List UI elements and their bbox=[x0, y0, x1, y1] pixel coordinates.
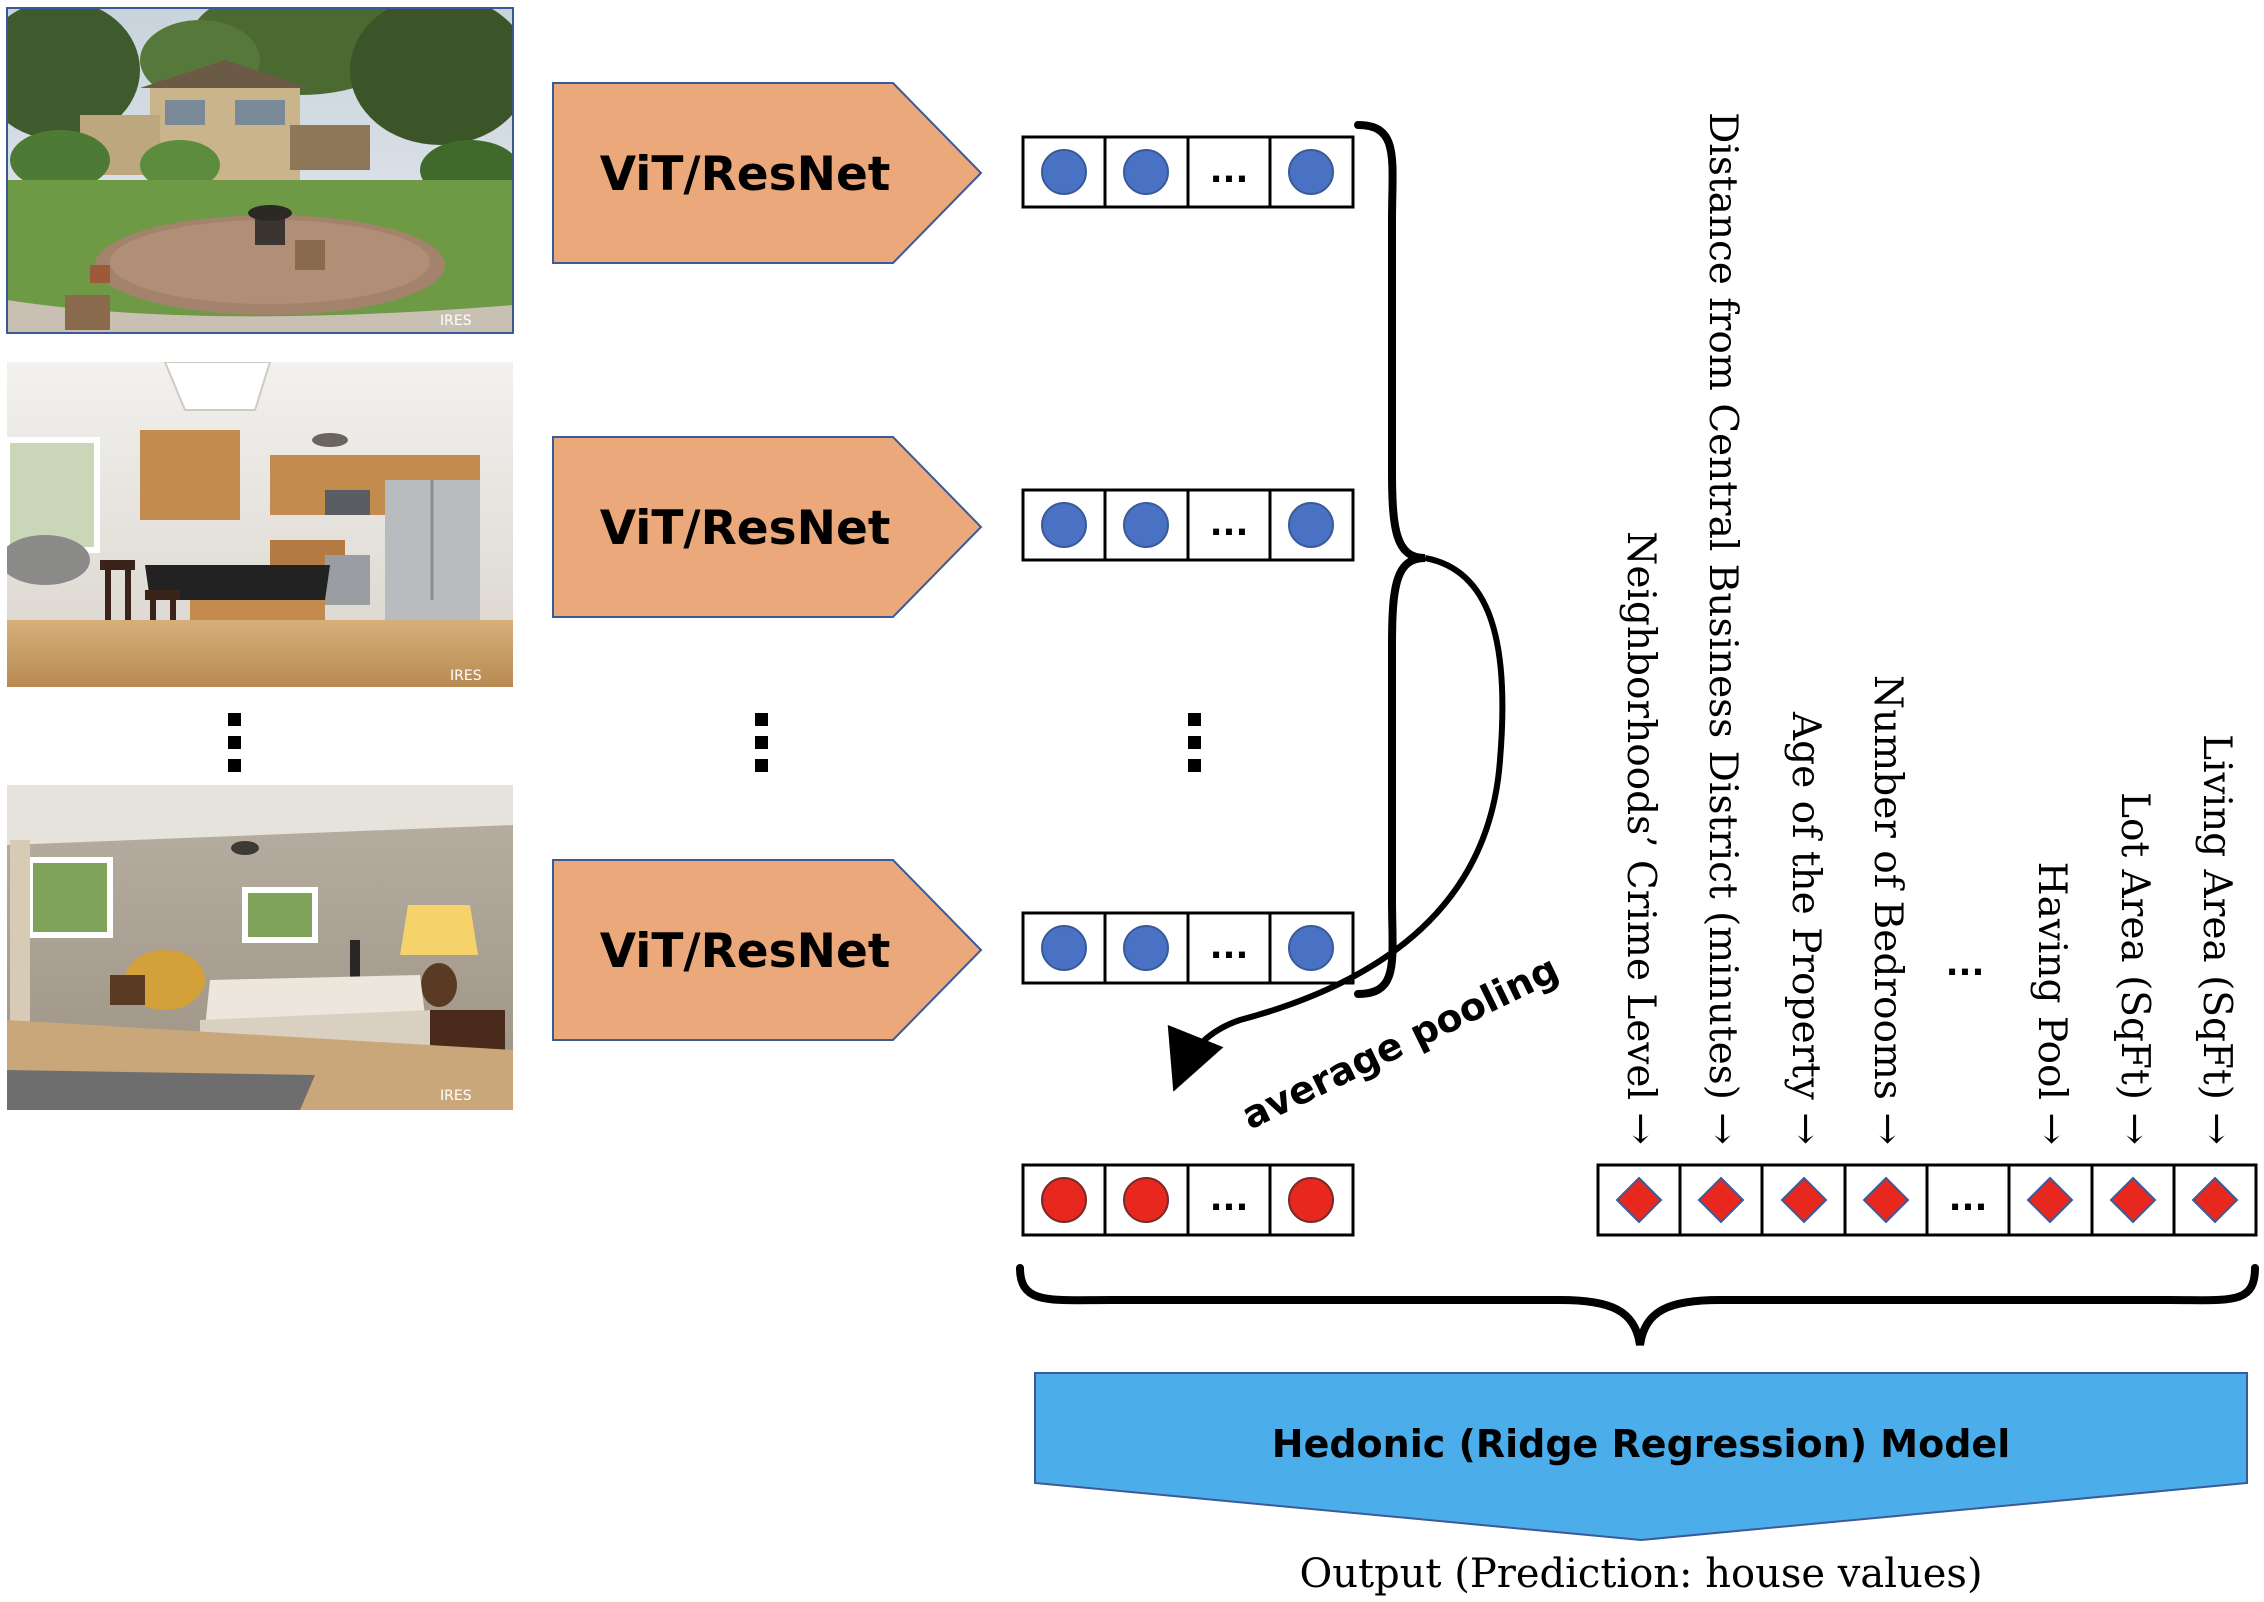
encoder-1-label: ViT/ResNet bbox=[600, 147, 891, 202]
encoder-ellipsis bbox=[755, 713, 768, 772]
encoder-2: ViT/ResNet bbox=[552, 436, 983, 618]
photo-watermark: IRES bbox=[450, 668, 482, 684]
pooled-ellipsis: ... bbox=[1210, 1179, 1249, 1219]
embedding-dot bbox=[1041, 149, 1087, 195]
embedding-ellipsis: ... bbox=[1210, 151, 1249, 191]
pooled-dot bbox=[1288, 1177, 1334, 1223]
house-backyard-photo-icon: IRES bbox=[7, 8, 513, 333]
embedding-vector-3: ... bbox=[1021, 911, 1355, 985]
average-pooling-arrow bbox=[1167, 555, 1506, 1092]
feature-diamond bbox=[1697, 1176, 1745, 1224]
feature-label-crime: Neighborhoods’ Crime Level → bbox=[1618, 531, 1663, 1145]
output-label: Output (Prediction: house values) bbox=[1299, 1551, 1982, 1597]
embedding-group-brace bbox=[1354, 121, 1426, 998]
feature-diamond bbox=[1780, 1176, 1828, 1224]
feature-label-distance: Distance from Central Business District … bbox=[1700, 112, 1745, 1145]
bedroom-photo-icon: IRES bbox=[7, 785, 513, 1110]
feature-label-pool: Having Pool → bbox=[2029, 862, 2074, 1145]
pooled-vector: ... bbox=[1021, 1163, 1355, 1237]
embedding-dot bbox=[1123, 925, 1169, 971]
embedding-dot bbox=[1041, 925, 1087, 971]
input-group-brace bbox=[1016, 1264, 2259, 1346]
feature-label-lot-area: Lot Area (SqFt) → bbox=[2112, 792, 2157, 1145]
feature-diamond bbox=[1862, 1176, 1910, 1224]
feature-label-bedrooms: Number of Bedrooms → bbox=[1865, 675, 1910, 1145]
embedding-dot bbox=[1123, 502, 1169, 548]
feature-vector: ... bbox=[1596, 1163, 2258, 1237]
encoder-2-label: ViT/ResNet bbox=[600, 501, 891, 556]
encoder-1: ViT/ResNet bbox=[552, 82, 983, 264]
embedding-vector-2: ... bbox=[1021, 488, 1355, 562]
embedding-ellipsis: ... bbox=[1210, 927, 1249, 967]
embedding-dot bbox=[1123, 149, 1169, 195]
feature-labels: Neighborhoods’ Crime Level → Distance fr… bbox=[1618, 112, 2239, 1145]
feature-ellipsis: ... bbox=[1949, 1179, 1988, 1219]
feature-diamond bbox=[2026, 1176, 2074, 1224]
photo-watermark: IRES bbox=[440, 313, 472, 329]
embedding-dot bbox=[1288, 149, 1334, 195]
embedding-ellipsis: ... bbox=[1210, 504, 1249, 544]
embedding-ellipsis-vertical bbox=[1188, 713, 1201, 772]
embedding-dot bbox=[1288, 925, 1334, 971]
feature-label-living-area: Living Area (SqFt) → bbox=[2194, 734, 2239, 1145]
kitchen-photo: IRES bbox=[7, 362, 513, 687]
hedonic-model: Hedonic (Ridge Regression) Model bbox=[1034, 1372, 2248, 1542]
encoder-3-label: ViT/ResNet bbox=[600, 924, 891, 979]
photo-watermark: IRES bbox=[440, 1088, 472, 1104]
hedonic-model-label: Hedonic (Ridge Regression) Model bbox=[1272, 1422, 2010, 1466]
embedding-vector-1: ... bbox=[1021, 135, 1355, 209]
house-backyard-photo: IRES bbox=[6, 7, 514, 334]
embedding-dot bbox=[1288, 502, 1334, 548]
embedding-dot bbox=[1041, 502, 1087, 548]
feature-diamond bbox=[2191, 1176, 2239, 1224]
pooled-dot bbox=[1123, 1177, 1169, 1223]
photo-ellipsis bbox=[228, 713, 241, 772]
encoder-3: ViT/ResNet bbox=[552, 859, 983, 1041]
kitchen-photo-icon: IRES bbox=[7, 362, 513, 687]
feature-diamond bbox=[1615, 1176, 1663, 1224]
pooled-dot bbox=[1041, 1177, 1087, 1223]
feature-diamond bbox=[2109, 1176, 2157, 1224]
feature-label-age: Age of the Property → bbox=[1783, 711, 1828, 1145]
feature-label-ellipsis: ... bbox=[1946, 944, 1985, 984]
bedroom-photo: IRES bbox=[7, 785, 513, 1110]
